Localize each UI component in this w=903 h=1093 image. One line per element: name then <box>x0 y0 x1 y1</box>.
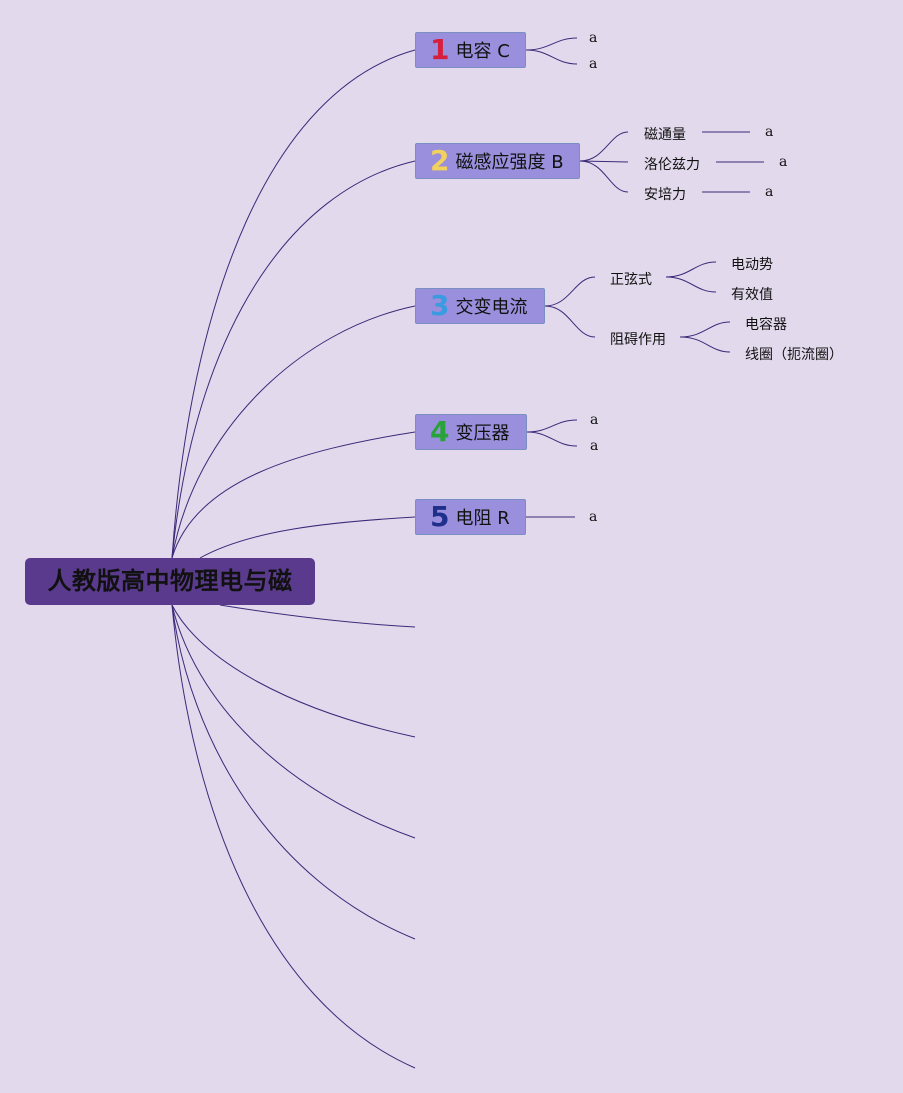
leaf-item[interactable]: a <box>589 30 598 46</box>
topic-alternating-current[interactable]: 3 交变电流 <box>415 288 545 324</box>
topic-label: 交变电流 <box>455 297 528 318</box>
topic-transformer[interactable]: 4 变压器 <box>415 414 527 450</box>
topic-label: 磁感应强度 B <box>455 152 564 173</box>
child-choke-coil[interactable]: 线圈（扼流圈） <box>745 347 843 363</box>
number-1-icon: 1 <box>430 33 450 66</box>
number-2-icon: 2 <box>430 144 450 177</box>
leaf-item[interactable]: a <box>590 438 599 454</box>
leaf-item[interactable]: a <box>590 412 599 428</box>
leaf-item[interactable]: a <box>765 124 774 140</box>
topic-resistance[interactable]: 5 电阻 R <box>415 499 526 535</box>
subtopic-lorentz-force[interactable]: 洛伦兹力 <box>644 157 700 173</box>
child-emf[interactable]: 电动势 <box>731 257 773 273</box>
number-4-icon: 4 <box>430 415 450 448</box>
subtopic-magnetic-flux[interactable]: 磁通量 <box>644 127 686 143</box>
root-topic[interactable]: 人教版高中物理电与磁 <box>25 558 315 605</box>
subtopic-ampere-force[interactable]: 安培力 <box>644 187 686 203</box>
leaf-item[interactable]: a <box>765 184 774 200</box>
topic-capacitance[interactable]: 1 电容 C <box>415 32 526 68</box>
number-5-icon: 5 <box>430 500 450 533</box>
topic-magnetic-induction[interactable]: 2 磁感应强度 B <box>415 143 580 179</box>
child-effective-value[interactable]: 有效值 <box>731 287 773 303</box>
topic-label: 电容 C <box>455 41 510 62</box>
child-capacitor[interactable]: 电容器 <box>745 317 787 333</box>
topic-label: 变压器 <box>455 423 510 444</box>
topic-label: 电阻 R <box>455 508 510 529</box>
leaf-item[interactable]: a <box>589 509 598 525</box>
leaf-item[interactable]: a <box>589 56 598 72</box>
subtopic-sinusoidal[interactable]: 正弦式 <box>610 272 652 288</box>
leaf-item[interactable]: a <box>779 154 788 170</box>
subtopic-impedance[interactable]: 阻碍作用 <box>610 332 666 348</box>
number-3-icon: 3 <box>430 289 450 322</box>
